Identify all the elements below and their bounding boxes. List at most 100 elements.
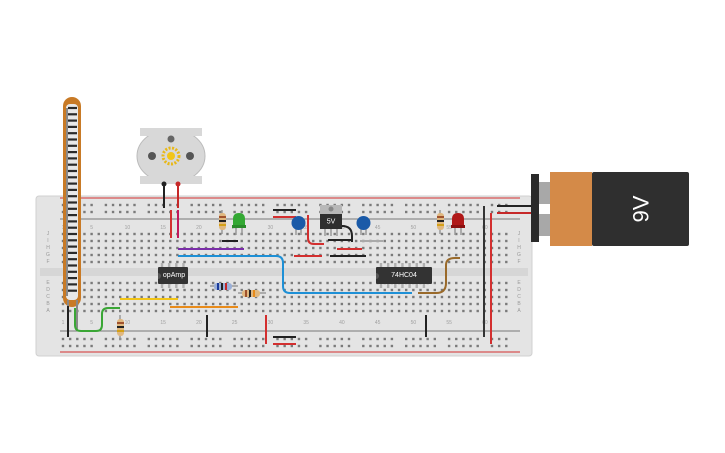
hole xyxy=(405,260,408,264)
hole xyxy=(426,210,429,214)
hole xyxy=(290,239,293,243)
hole xyxy=(240,344,243,348)
hole xyxy=(111,253,115,257)
hole xyxy=(269,281,272,285)
hole xyxy=(362,337,365,341)
hole xyxy=(169,253,172,257)
hole xyxy=(61,302,65,306)
hole xyxy=(97,288,100,292)
hole xyxy=(176,288,179,292)
hole xyxy=(290,288,293,292)
hole xyxy=(304,232,308,236)
hole xyxy=(354,232,358,236)
hole xyxy=(419,260,422,264)
hole xyxy=(183,232,186,236)
hole xyxy=(133,337,136,341)
ic-pin xyxy=(167,263,171,268)
motor-flat-top xyxy=(140,128,202,136)
hole xyxy=(276,337,279,341)
hole xyxy=(455,295,458,299)
hole xyxy=(126,288,129,292)
hole xyxy=(183,309,186,313)
column-number: 30 xyxy=(268,320,274,326)
hole xyxy=(412,302,415,306)
hole xyxy=(390,260,394,264)
battery-terminal-top xyxy=(539,182,551,204)
hole xyxy=(183,295,186,299)
flex-sensor-traces xyxy=(66,106,77,296)
hole xyxy=(197,281,201,285)
hole xyxy=(476,337,479,341)
hole xyxy=(469,246,472,250)
hole xyxy=(126,309,129,313)
row-letter: C xyxy=(517,294,521,300)
hole xyxy=(462,309,465,313)
hole xyxy=(169,302,172,306)
hole xyxy=(83,344,86,348)
motor-flat-bottom xyxy=(140,176,202,184)
hole xyxy=(219,302,222,306)
hole xyxy=(197,239,201,243)
hole xyxy=(326,309,329,313)
hole xyxy=(447,288,451,292)
hole xyxy=(161,337,165,341)
hole xyxy=(104,239,108,243)
hole xyxy=(147,239,150,243)
hole xyxy=(376,337,379,341)
hole xyxy=(147,232,150,236)
hole xyxy=(333,309,336,313)
hole xyxy=(297,309,301,313)
hole xyxy=(476,302,479,306)
hole xyxy=(283,210,286,214)
hole xyxy=(426,295,429,299)
hole xyxy=(233,302,236,306)
hole xyxy=(90,344,93,348)
hole xyxy=(462,203,465,207)
hole xyxy=(390,302,394,306)
hole xyxy=(154,344,158,348)
hole xyxy=(83,260,86,264)
hole xyxy=(397,295,401,299)
hole xyxy=(61,337,65,341)
hole xyxy=(312,232,315,236)
hole xyxy=(169,344,172,348)
hole xyxy=(211,344,215,348)
hole xyxy=(326,302,329,306)
hole xyxy=(376,232,379,236)
hole xyxy=(505,232,508,236)
hole xyxy=(104,260,108,264)
row-letter: C xyxy=(46,294,50,300)
hole xyxy=(319,232,322,236)
hole xyxy=(97,302,100,306)
hole xyxy=(312,302,315,306)
hole xyxy=(497,288,501,292)
hole xyxy=(426,337,429,341)
hole xyxy=(433,309,436,313)
hole xyxy=(362,281,365,285)
hex-inverter-label: 74HC04 xyxy=(391,272,417,279)
hole xyxy=(447,253,451,257)
hole xyxy=(90,253,93,257)
hole xyxy=(419,344,422,348)
hole xyxy=(347,210,351,214)
column-number: 35 xyxy=(303,320,309,326)
hole xyxy=(176,337,179,341)
hole xyxy=(326,253,329,257)
hole xyxy=(269,302,272,306)
hole xyxy=(83,281,86,285)
hole xyxy=(133,239,136,243)
hole xyxy=(326,337,329,341)
hole xyxy=(319,309,322,313)
hole xyxy=(104,203,108,207)
hole xyxy=(254,246,258,250)
hole xyxy=(183,239,186,243)
hole xyxy=(312,295,315,299)
hole xyxy=(383,344,386,348)
hex-inverter-body xyxy=(376,267,432,284)
hole xyxy=(340,302,344,306)
hole xyxy=(340,288,344,292)
hole xyxy=(383,203,386,207)
hole xyxy=(297,288,301,292)
